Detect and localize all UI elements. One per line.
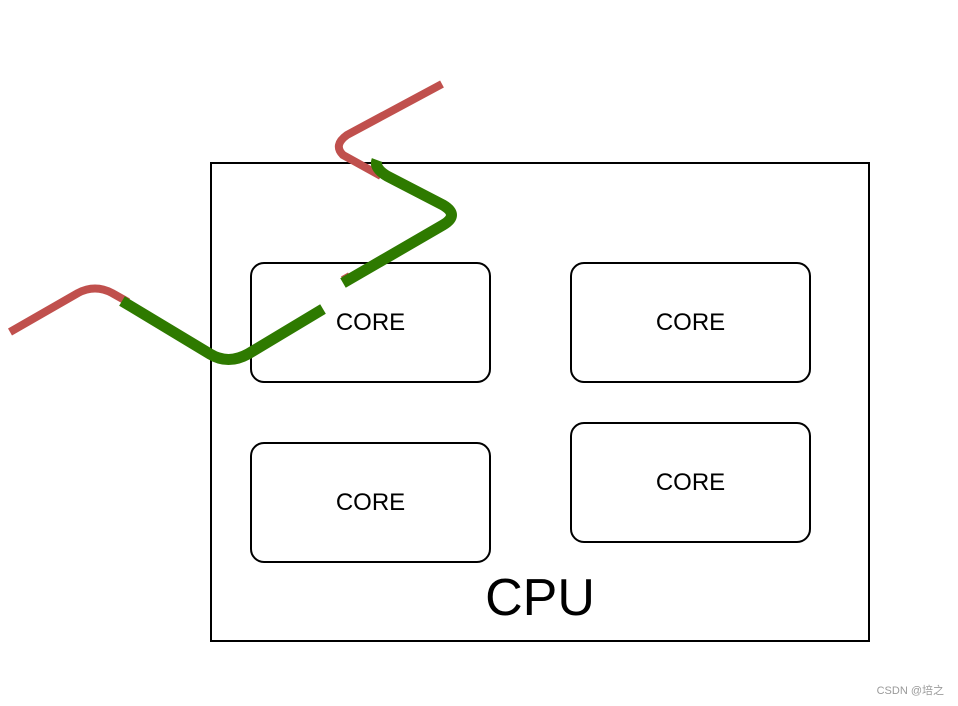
- core-box-top-right: CORE: [570, 262, 811, 383]
- core-label: CORE: [655, 308, 726, 336]
- core-label: CORE: [335, 308, 406, 336]
- red-thread-left: [8, 284, 130, 336]
- cpu-box: [210, 162, 870, 642]
- core-label: CORE: [335, 488, 406, 516]
- core-box-top-left: CORE: [250, 262, 491, 383]
- core-box-bottom-left: CORE: [250, 442, 491, 563]
- core-box-bottom-right: CORE: [570, 422, 811, 543]
- watermark: CSDN @培之: [876, 685, 944, 697]
- cpu-label: CPU: [485, 569, 595, 627]
- core-label: CORE: [655, 468, 726, 496]
